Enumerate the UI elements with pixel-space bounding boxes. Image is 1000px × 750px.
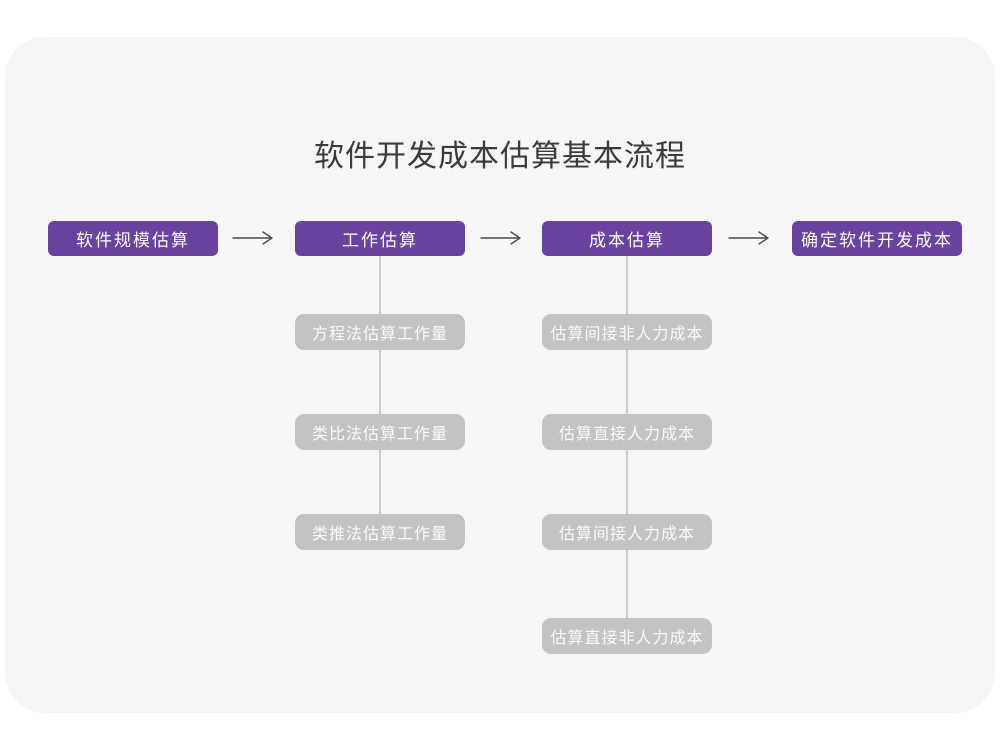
diagram-card: 软件开发成本估算基本流程 软件规模估算 工作估算 成本估算 确定软件开发成本 方: [5, 37, 995, 713]
flow-node-label: 工作估算: [342, 231, 418, 250]
arrow-right-icon: [480, 231, 521, 245]
substep-node-analogy-method: 类比法估算工作量: [295, 414, 465, 450]
substep-node-extrapolation-method: 类推法估算工作量: [295, 514, 465, 550]
flow-node-label: 软件规模估算: [76, 231, 190, 250]
flow-node-work-estimation: 工作估算: [295, 221, 465, 256]
substep-node-equation-method: 方程法估算工作量: [295, 314, 465, 350]
substep-node-indirect-labor-cost: 估算间接人力成本: [542, 514, 712, 550]
flow-node-label: 成本估算: [589, 231, 665, 250]
substep-label: 估算直接人力成本: [558, 426, 695, 443]
flow-node-cost-estimation: 成本估算: [542, 221, 712, 256]
substep-node-indirect-nonlabor-cost: 估算间接非人力成本: [542, 314, 712, 350]
connector-line-work-estimation: [379, 256, 381, 533]
substep-label: 估算间接非人力成本: [550, 326, 704, 343]
substep-label: 类推法估算工作量: [311, 526, 448, 543]
arrow-right-icon: [232, 231, 273, 245]
arrow-right-icon: [728, 231, 769, 245]
flow-node-software-scale-estimation: 软件规模估算: [48, 221, 218, 256]
diagram-title: 软件开发成本估算基本流程: [314, 140, 686, 173]
substep-label: 方程法估算工作量: [311, 326, 448, 343]
substep-label: 类比法估算工作量: [311, 426, 448, 443]
substep-node-direct-nonlabor-cost: 估算直接非人力成本: [542, 618, 712, 654]
flow-node-label: 确定软件开发成本: [801, 231, 953, 250]
substep-label: 估算直接非人力成本: [550, 630, 704, 647]
flow-node-determine-dev-cost: 确定软件开发成本: [792, 221, 962, 256]
substep-node-direct-labor-cost: 估算直接人力成本: [542, 414, 712, 450]
substep-label: 估算间接人力成本: [558, 526, 695, 543]
